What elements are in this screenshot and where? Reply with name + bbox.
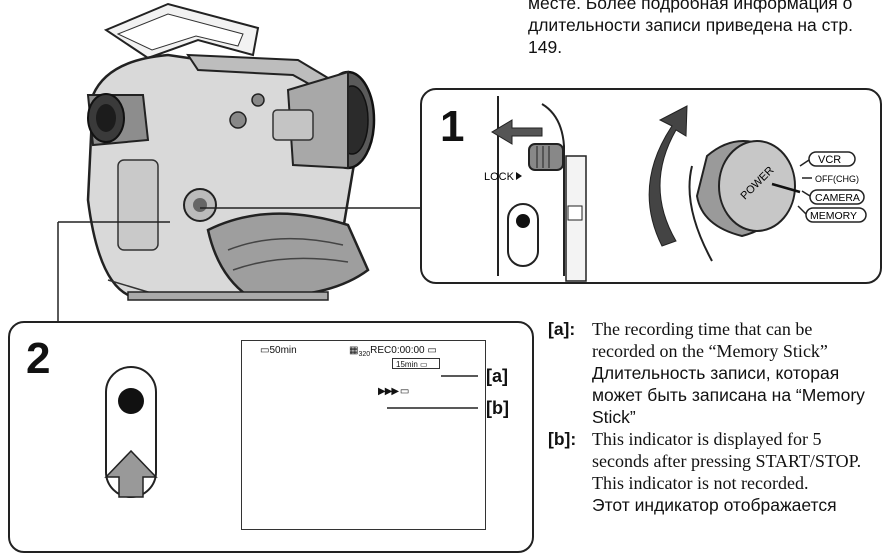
note-b-en-3: This indicator is not recorded. [592, 473, 809, 493]
mode-off: OFF(CHG) [815, 174, 859, 184]
lcd-screen: ▭50min ▦320REC0:00:00 ▭ 15min ▭ ▶▶▶ ▭ [241, 340, 486, 530]
step-1-panel: 1 LOCK POWER VCR OFF(CHG) [420, 88, 882, 284]
memory-stick-icon: ▭ [424, 345, 437, 356]
note-a-ru-2: может быть записана на “Memory [592, 385, 865, 405]
start-stop-button-illustration [104, 366, 158, 498]
mode-memory: MEMORY [810, 210, 857, 222]
note-a-ru-3: Stick” [592, 407, 636, 427]
image-size-icon: ▦ [349, 345, 359, 356]
note-a: [a]: The recording time that can be reco… [548, 318, 887, 428]
note-a-ru-1: Длительность записи, которая [592, 363, 840, 383]
record-status: ▦320REC0:00:00 ▭ [349, 345, 437, 358]
step-1-number: 1 [440, 102, 465, 151]
note-b-en-1: This indicator is displayed for 5 [592, 429, 822, 449]
battery-remaining: ▭50min [260, 345, 297, 356]
callout-a-label: [a] [486, 366, 508, 386]
mode-camera: CAMERA [815, 192, 860, 204]
intro-paragraph: месте. Более подробная информация о длит… [528, 0, 887, 58]
note-b-ru-1: Этот индикатор отображается [592, 495, 837, 515]
step-2-panel: 2 ▭50min ▦320REC0:00:00 ▭ 15min ▭ ▶▶▶ ▭ … [8, 321, 534, 553]
note-a-en-1: The recording time that can be [592, 319, 813, 339]
note-b: [b]: This indicator is displayed for 5 s… [548, 428, 887, 516]
camcorder-illustration [86, 2, 376, 301]
note-b-en-2: seconds after pressing START/STOP. [592, 451, 862, 471]
callout-notes: [a]: The recording time that can be reco… [548, 318, 887, 516]
lock-label: LOCK [484, 171, 515, 183]
step-2-number: 2 [26, 334, 51, 383]
power-switch-illustration: LOCK POWER VCR OFF(CHG) CAMERA MEMORY [484, 96, 867, 282]
intro-line-2: длительности записи приведена на стр. [528, 15, 853, 35]
note-a-label: [a]: [548, 319, 576, 339]
intro-line-1: месте. Более подробная информация о [528, 0, 853, 13]
mode-vcr: VCR [818, 154, 841, 166]
intro-line-3: 149. [528, 37, 563, 57]
note-b-label: [b]: [548, 429, 577, 449]
callout-b-label: [b] [486, 398, 509, 418]
recording-indicator: ▶▶▶ ▭ [378, 386, 409, 397]
remaining-time-box: 15min ▭ [392, 358, 440, 369]
battery-icon: ▭ [260, 345, 270, 356]
memory-stick-small-icon: ▭ [398, 386, 409, 397]
note-a-en-2: recorded on the “Memory Stick” [592, 341, 828, 361]
